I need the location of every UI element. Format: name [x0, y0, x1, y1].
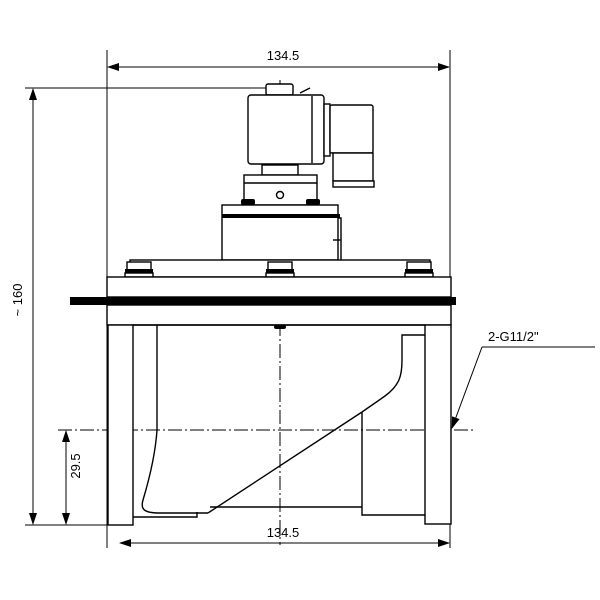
inlet-flange	[107, 324, 134, 526]
tank-wall	[70, 297, 456, 305]
overall-height-dimension: ~ 160	[10, 88, 37, 525]
valve-bonnet	[221, 204, 342, 261]
bottom-width-dimension: 134.5	[119, 525, 450, 547]
body-top	[106, 304, 452, 326]
bottom-width-label: 134.5	[267, 525, 300, 540]
connector-box	[329, 104, 374, 154]
valve-body	[107, 324, 452, 526]
top-width-dimension: 134.5	[107, 48, 450, 71]
port-callout-label: 2-G11/2"	[488, 329, 539, 344]
port-height-dimension: 29.5	[62, 430, 83, 525]
port-callout: 2-G11/2"	[451, 329, 595, 429]
upper-plate	[106, 276, 452, 298]
pilot-body	[241, 164, 320, 206]
top-width-label: 134.5	[267, 48, 300, 63]
solenoid-coil	[247, 83, 375, 188]
outlet-flange	[424, 324, 452, 525]
cover-plate	[124, 259, 434, 278]
bolt	[124, 261, 154, 278]
overall-height-label: ~ 160	[10, 284, 25, 317]
port-height-label: 29.5	[68, 453, 83, 478]
coil-cap	[265, 83, 294, 96]
bolt	[404, 261, 434, 278]
bolt	[265, 261, 295, 278]
